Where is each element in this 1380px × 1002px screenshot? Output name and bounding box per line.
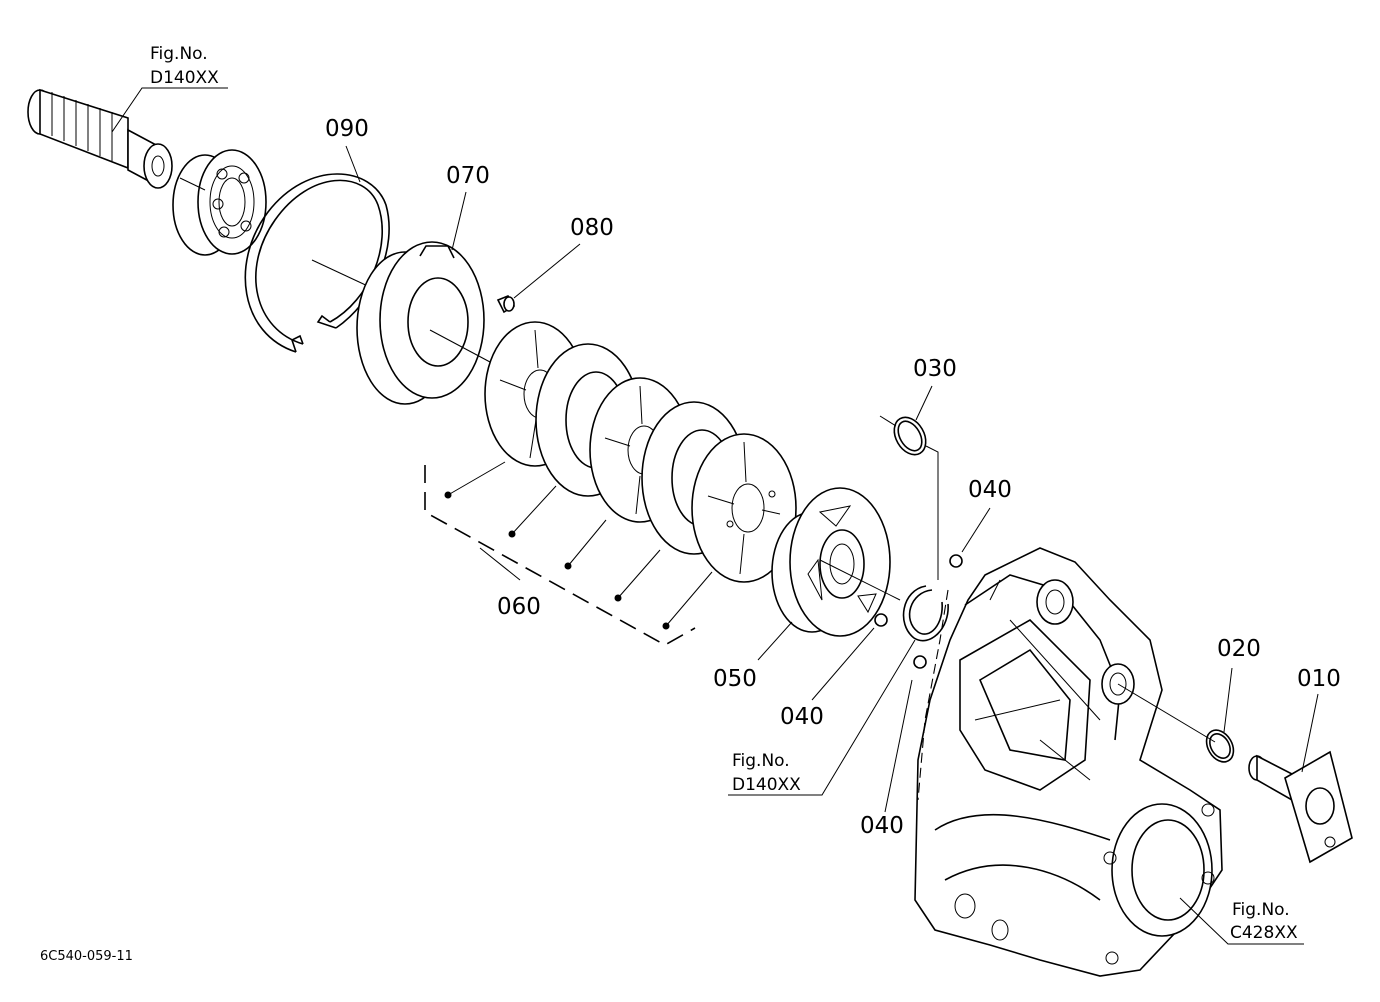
figure-ref-bottom-right-line1: Fig.No. [1232, 900, 1290, 920]
label-010: 010 [1297, 666, 1341, 692]
label-060: 060 [497, 594, 541, 620]
label-040-b: 040 [780, 704, 824, 730]
figure-ref-middle-line2: D140XX [732, 775, 801, 795]
ball-bearing-part[interactable] [172, 149, 267, 256]
friction-disc-3[interactable] [691, 433, 797, 583]
figure-ref-top-line1: Fig.No. [150, 44, 208, 64]
figure-ref-top[interactable]: Fig.No. D140XX [150, 44, 219, 88]
label-070: 070 [446, 163, 490, 189]
label-040-c: 040 [860, 813, 904, 839]
figure-ref-bottom-right-line2: C428XX [1230, 923, 1298, 943]
drawing-code: 6C540-059-11 [40, 949, 133, 964]
label-030: 030 [913, 356, 957, 382]
check-ball-040-b[interactable] [874, 613, 888, 627]
check-ball-040-c[interactable] [913, 655, 927, 669]
label-020: 020 [1217, 636, 1261, 662]
figure-ref-middle[interactable]: Fig.No. D140XX [732, 751, 801, 795]
label-090: 090 [325, 116, 369, 142]
group-bracket-060 [424, 461, 713, 646]
lever-shaft-010[interactable] [1248, 750, 1353, 864]
o-ring-030[interactable] [888, 412, 932, 461]
label-040-a: 040 [968, 477, 1012, 503]
figure-ref-middle-line1: Fig.No. [732, 751, 790, 771]
piston-050[interactable] [771, 487, 891, 637]
pressure-plate-070[interactable] [356, 241, 485, 405]
check-ball-040-a[interactable] [949, 554, 963, 568]
figure-ref-top-line2: D140XX [150, 68, 219, 88]
transmission-housing[interactable] [914, 547, 1223, 977]
shaft-part[interactable] [27, 88, 173, 189]
label-080: 080 [570, 215, 614, 241]
figure-ref-bottom-right[interactable]: Fig.No. C428XX [1230, 900, 1298, 943]
pin-080[interactable] [496, 295, 516, 314]
leader-lines [111, 87, 1319, 945]
label-050: 050 [713, 666, 757, 692]
retaining-clip[interactable] [902, 585, 949, 642]
o-ring-020[interactable] [1201, 725, 1239, 766]
